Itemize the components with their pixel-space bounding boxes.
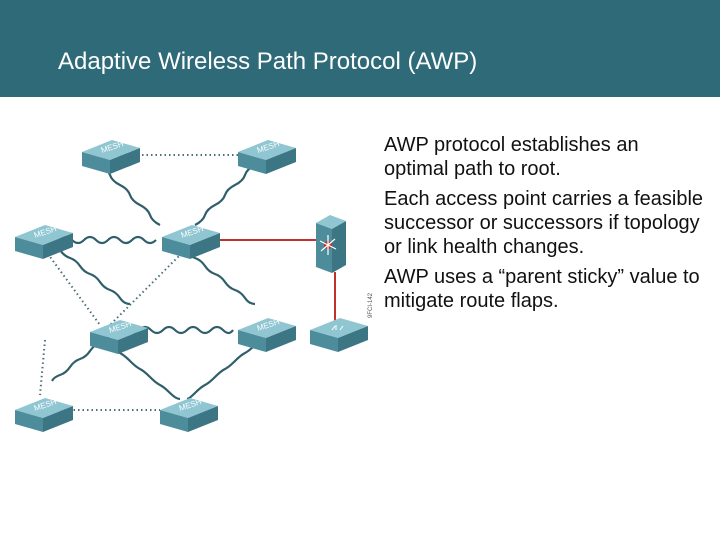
- bullet-list: AWP protocol establishes an optimal path…: [384, 133, 704, 319]
- wireless-link: [99, 164, 161, 226]
- wireless-link: [186, 344, 256, 401]
- dotted-links: [60, 154, 240, 411]
- wired-links: [205, 239, 336, 331]
- title-bar: Adaptive Wireless Path Protocol (AWP): [0, 0, 720, 97]
- dotted-diagonals: [39, 249, 261, 396]
- mesh-ap-icon: MESH: [160, 397, 218, 432]
- wireless-link: [59, 235, 157, 245]
- mesh-ap-icon: MESH: [90, 319, 148, 354]
- mesh-ap-icon: MESH: [238, 139, 296, 174]
- mesh-ap-icon: MESH: [15, 397, 73, 432]
- wireless-link: [59, 249, 131, 306]
- slide-title: Adaptive Wireless Path Protocol (AWP): [58, 48, 478, 75]
- figure-id: 9FCI-142: [368, 292, 374, 318]
- mesh-ap-icon: MESH: [162, 224, 220, 259]
- wireless-link: [184, 249, 256, 306]
- mesh-ap-icon: MESH: [82, 139, 140, 174]
- wireless-link: [194, 164, 256, 226]
- router-icon: [316, 215, 346, 273]
- wireless-link: [109, 344, 181, 401]
- wireless-links: [51, 164, 256, 401]
- mesh-network-diagram: MESH MESH MESH MESH MESH: [15, 139, 368, 432]
- mesh-ap-icon: MESH: [238, 317, 296, 352]
- mesh-ap-icon: MESH: [15, 224, 73, 259]
- root-ap-icon: [310, 318, 368, 352]
- bullet-item: Each access point carries a feasible suc…: [384, 188, 704, 258]
- bullet-item: AWP protocol establishes an optimal path…: [384, 134, 639, 180]
- bullet-item: AWP uses a “parent sticky” value to miti…: [384, 266, 700, 312]
- mesh-nodes: MESH MESH MESH MESH MESH: [15, 139, 296, 432]
